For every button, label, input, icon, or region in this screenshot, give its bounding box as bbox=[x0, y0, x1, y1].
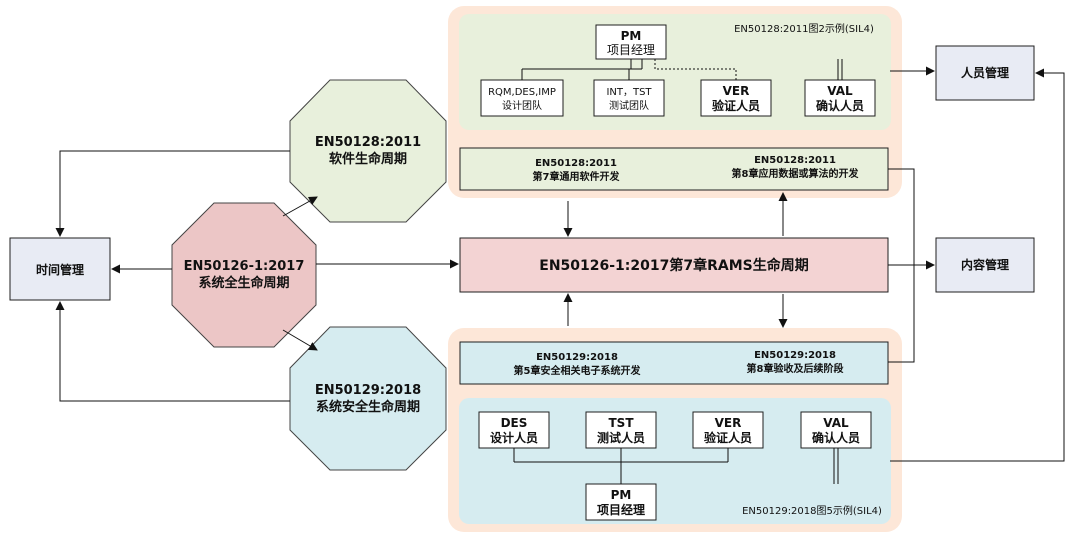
octagon-en50129 bbox=[289, 326, 447, 471]
ver-box-bottom bbox=[692, 411, 764, 449]
bottom-panel-caption: EN50129:2018图5示例(SIL4) bbox=[742, 504, 882, 517]
bottom-panel-inner bbox=[459, 398, 891, 524]
rams-box bbox=[459, 237, 889, 293]
pm-box-bottom-line2: 项目经理 bbox=[597, 502, 645, 517]
time-management-box bbox=[9, 237, 111, 301]
rams-box-label: EN50126-1:2017第7章RAMS生命周期 bbox=[539, 257, 808, 274]
en50129-bar-left-line2: 第5章安全相关电子系统开发 bbox=[514, 364, 642, 377]
ver-box-bottom-line1: VER bbox=[715, 416, 742, 430]
val-box-bottom bbox=[800, 411, 872, 449]
des-box-line2: 设计人员 bbox=[490, 430, 538, 445]
octagon-en50126 bbox=[171, 202, 317, 348]
top-panel-inner bbox=[459, 14, 891, 130]
rqm-box bbox=[480, 79, 564, 117]
rqm-box-line1: RQM,DES,IMP bbox=[488, 87, 556, 98]
en50129-bar-right-line2: 第8章验收及后续阶段 bbox=[747, 362, 844, 375]
octagon-en50128-line1: EN50128:2011 bbox=[315, 135, 421, 150]
pm-box-top-line2: 项目经理 bbox=[607, 43, 655, 57]
personnel-management-label: 人员管理 bbox=[961, 65, 1009, 80]
tst-box-line1: TST bbox=[608, 416, 634, 430]
val-box-bottom-line1: VAL bbox=[823, 416, 849, 430]
octagon-en50129-line2: 系统安全生命周期 bbox=[316, 399, 420, 415]
ver-box-top-line2: 验证人员 bbox=[712, 98, 760, 113]
ver-box-bottom-line2: 验证人员 bbox=[704, 430, 752, 445]
personnel-management-box bbox=[935, 45, 1035, 101]
val-box-bottom-line2: 确认人员 bbox=[812, 430, 860, 445]
octagon-en50128 bbox=[289, 79, 447, 223]
en50129-bar-left-line1: EN50129:2018 bbox=[536, 352, 618, 363]
en50128-bar-left-line2: 第7章通用软件开发 bbox=[533, 170, 621, 183]
pm-box-top bbox=[595, 24, 667, 60]
int-box-line2: 测试团队 bbox=[609, 99, 649, 112]
octagon-en50128-line2: 软件生命周期 bbox=[329, 151, 407, 167]
time-management-label: 时间管理 bbox=[36, 262, 84, 277]
des-box bbox=[478, 411, 550, 449]
en50128-bar-left-line1: EN50128:2011 bbox=[535, 158, 617, 169]
pm-box-bottom-line1: PM bbox=[611, 488, 632, 502]
tst-box-line2: 测试人员 bbox=[597, 430, 645, 445]
int-box-line1: INT，TST bbox=[606, 87, 652, 98]
val-box-top bbox=[804, 79, 876, 117]
en50129-bar bbox=[459, 341, 889, 385]
en50128-bar-right-line1: EN50128:2011 bbox=[754, 155, 836, 166]
en50129-bar-right-line1: EN50129:2018 bbox=[754, 350, 836, 361]
ver-box-top-line1: VER bbox=[723, 84, 750, 98]
rqm-box-line2: 设计团队 bbox=[502, 99, 542, 112]
en50128-bar-right-line2: 第8章应用数据或算法的开发 bbox=[732, 167, 860, 180]
val-box-top-line1: VAL bbox=[827, 84, 853, 98]
pm-box-top-line1: PM bbox=[621, 29, 642, 43]
des-box-line1: DES bbox=[501, 416, 528, 430]
tst-box bbox=[585, 411, 657, 449]
int-box bbox=[593, 79, 665, 117]
val-box-top-line2: 确认人员 bbox=[816, 98, 864, 113]
octagon-en50129-line1: EN50129:2018 bbox=[315, 383, 421, 398]
en50128-bar bbox=[459, 147, 889, 191]
pm-box-bottom bbox=[585, 483, 657, 521]
octagon-en50126-line1: EN50126-1:2017 bbox=[184, 259, 305, 274]
content-management-label: 内容管理 bbox=[961, 257, 1009, 272]
octagon-en50126-line2: 系统全生命周期 bbox=[198, 275, 289, 291]
top-panel-caption: EN50128:2011图2示例(SIL4) bbox=[734, 22, 874, 35]
content-management-box bbox=[935, 237, 1035, 293]
